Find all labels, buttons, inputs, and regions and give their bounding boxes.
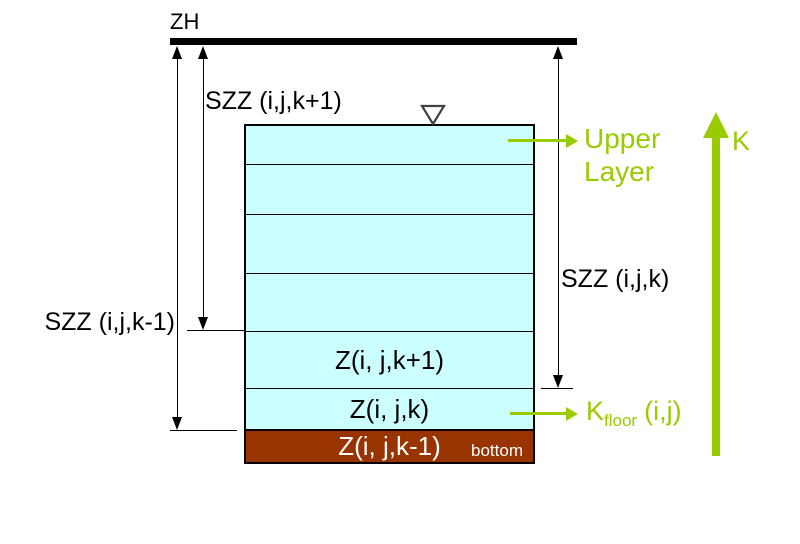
szz-k-minus-1-arrow [171, 46, 183, 430]
bottom-layer-z-k-minus-1: Z(i, j,k-1) bottom [246, 429, 533, 462]
level-tick-k [541, 388, 573, 389]
szz-k-plus-1-label: SZZ (i,j,k+1) [205, 87, 342, 115]
upper-layer-label: Upper Layer [584, 123, 661, 187]
grid-layer [246, 273, 533, 331]
k-floor-label: Kfloor(i,j) [586, 396, 682, 430]
arrow-right-icon [566, 134, 578, 148]
water-column-box: Z(i, j,k+1) Z(i, j,k) Z(i, j,k-1) bottom [244, 124, 535, 464]
level-tick-k-minus-1 [170, 430, 237, 431]
szz-k-arrow [552, 46, 564, 388]
layer-label: Z(i, j,k) [349, 393, 430, 424]
szz-k-minus-1-label: SZZ (i,j,k-1) [44, 308, 175, 336]
arrow-right-icon [566, 407, 578, 421]
k-axis-label: K [732, 126, 751, 156]
upper-layer-arrow [508, 139, 566, 142]
arrow-down-icon [172, 417, 182, 430]
grid-layer [246, 164, 533, 214]
arrow-down-icon [198, 317, 208, 330]
layer-label: Z(i, j,k-1) [338, 431, 441, 461]
layer-label: Z(i, j,k+1) [334, 344, 445, 375]
grid-layer [246, 214, 533, 273]
szz-k-plus-1-arrow [197, 46, 209, 330]
szz-k-label: SZZ (i,j,k) [561, 265, 670, 293]
level-tick-k-plus-1 [187, 330, 245, 331]
bottom-note: bottom [471, 441, 523, 460]
free-surface-triangle-icon [420, 104, 446, 126]
grid-layer-z-k-plus-1: Z(i, j,k+1) [246, 331, 533, 388]
k-floor-arrow [510, 412, 566, 415]
k-axis-arrowhead-icon [703, 112, 729, 138]
grid-layer [246, 126, 533, 164]
zh-surface-line [170, 38, 577, 45]
zh-surface-label: ZH [170, 9, 200, 34]
grid-layer-z-k: Z(i, j,k) [246, 388, 533, 429]
k-axis-arrow [712, 136, 720, 456]
arrow-down-icon [553, 375, 563, 388]
